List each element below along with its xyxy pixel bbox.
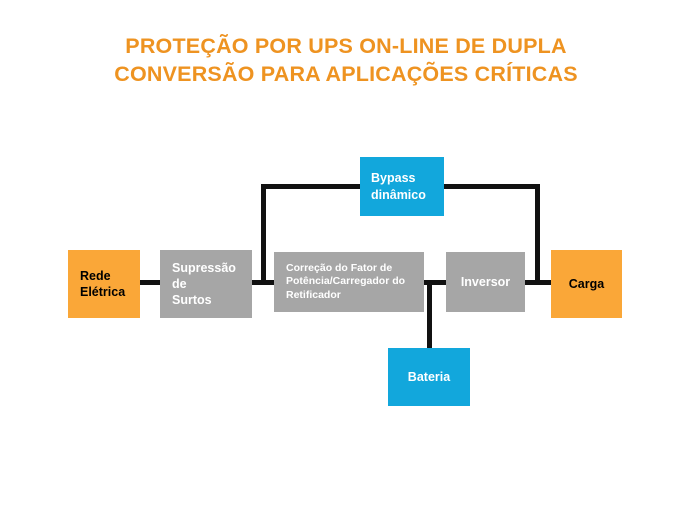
page-title: PROTEÇÃO POR UPS ON-LINE DE DUPLA CONVER…: [114, 34, 578, 86]
connector-bypass-left-horizontal: [261, 184, 361, 189]
connector-bypass-left-vertical: [261, 184, 266, 285]
node-supressao-de-surtos-label: Supressão de Surtos: [172, 260, 236, 308]
node-rede-eletrica[interactable]: Rede Elétrica: [68, 250, 140, 318]
node-carga[interactable]: Carga: [551, 250, 622, 318]
node-bateria[interactable]: Bateria: [388, 348, 470, 406]
node-bypass-dinamico[interactable]: Bypass dinâmico: [360, 157, 444, 216]
node-bypass-dinamico-label: Bypass dinâmico: [371, 171, 426, 202]
connector-bypass-right-horizontal: [443, 184, 540, 189]
node-supressao-de-surtos[interactable]: Supressão de Surtos: [160, 250, 252, 318]
connector-rede-to-supressao: [139, 280, 161, 285]
node-carga-label: Carga: [568, 276, 605, 291]
connector-inversor-to-carga: [524, 280, 552, 285]
node-correcao-fator-potencia[interactable]: Correção do Fator de Potência/Carregador…: [274, 252, 424, 312]
node-inversor-label: Inversor: [460, 274, 511, 289]
connector-bateria-vertical: [427, 280, 432, 350]
node-correcao-fator-potencia-label: Correção do Fator de Potência/Carregador…: [286, 261, 406, 301]
connector-correcao-to-inversor: [423, 280, 447, 285]
node-rede-eletrica-label: Rede Elétrica: [80, 268, 126, 299]
node-bateria-label: Bateria: [407, 369, 451, 384]
connector-bypass-right-vertical: [535, 184, 540, 285]
node-inversor[interactable]: Inversor: [446, 252, 525, 312]
